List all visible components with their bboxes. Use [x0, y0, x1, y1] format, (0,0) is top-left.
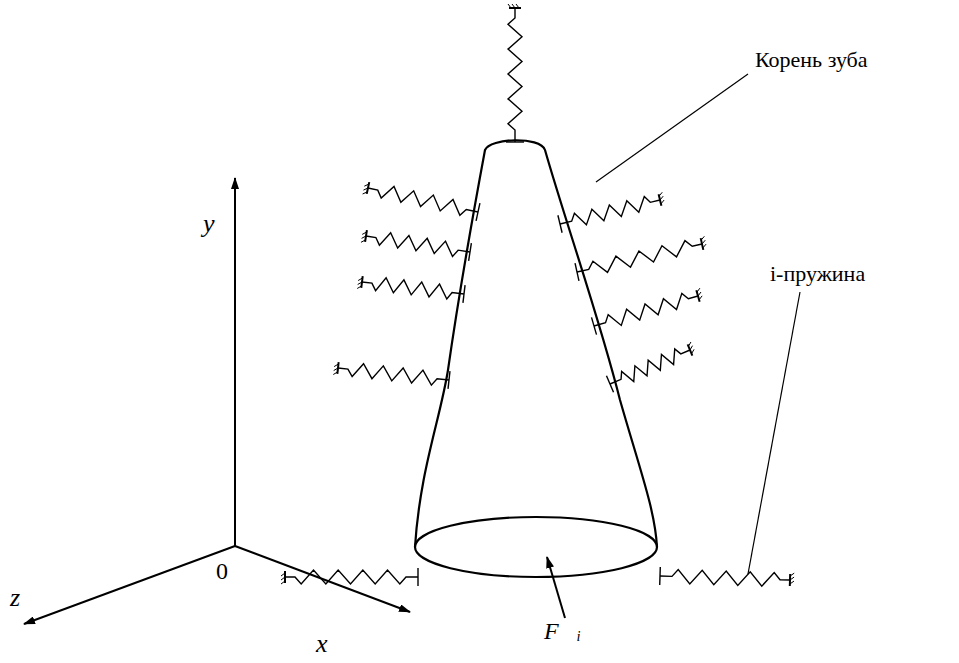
ground-hatch	[701, 236, 704, 240]
spring-attachment	[606, 376, 613, 393]
spring	[577, 241, 702, 273]
spring	[366, 233, 470, 257]
spring	[338, 364, 449, 385]
spring-attachment	[448, 371, 450, 389]
ground-hatch	[334, 364, 338, 367]
force-label: F⃗ᵢ	[544, 618, 581, 644]
ground-hatch	[659, 192, 662, 196]
ground-hatch	[361, 240, 365, 242]
leader-line	[748, 292, 800, 574]
axis-label: y	[203, 210, 215, 239]
spring-attachment	[506, 141, 524, 142]
spring	[285, 570, 418, 584]
ground-hatch	[363, 192, 368, 194]
axis-label: x	[316, 630, 328, 659]
z-axis	[24, 546, 235, 624]
ground-hatch	[362, 232, 366, 234]
spring-attachment	[476, 203, 480, 221]
part-name: Корень зуба	[755, 48, 868, 72]
ground-hatch	[702, 240, 705, 244]
ground-hatch	[661, 200, 664, 204]
y-axis	[234, 178, 236, 546]
spring	[660, 570, 790, 587]
ground-hatch	[699, 296, 702, 300]
ground-hatch	[362, 236, 366, 238]
ground-hatch	[790, 581, 794, 584]
spring-attachment	[469, 243, 472, 261]
leader-line	[596, 74, 748, 182]
ground-hatch	[281, 573, 285, 576]
spring	[508, 8, 522, 142]
spring	[368, 187, 478, 216]
spring-attachment	[592, 317, 597, 334]
ground-hatch	[334, 368, 338, 371]
spring-attachment	[659, 567, 661, 585]
part-name: i-пружина	[770, 262, 865, 286]
spring-attachment	[558, 215, 562, 233]
ground-hatch	[363, 188, 368, 190]
origin-label: 0	[216, 558, 228, 584]
ground-hatch	[698, 292, 701, 296]
ground-hatch	[790, 577, 794, 580]
ground-hatch	[358, 282, 362, 285]
ground-hatch	[688, 342, 691, 346]
force-arrow	[547, 557, 565, 618]
spring-attachment	[575, 263, 579, 281]
ground-hatch	[790, 573, 794, 576]
ground-hatch	[697, 288, 700, 292]
ground-hatch	[512, 4, 515, 8]
ground-hatch	[692, 349, 695, 353]
ground-hatch	[281, 577, 285, 580]
x-axis	[235, 546, 410, 612]
ground-hatch	[508, 4, 511, 8]
ground-hatch	[516, 4, 519, 8]
ground-hatch	[660, 196, 663, 200]
ground-hatch	[364, 184, 369, 186]
ground-hatch	[703, 244, 706, 248]
spring	[362, 278, 464, 299]
ground-hatch	[358, 278, 362, 281]
ground-hatch	[333, 372, 337, 375]
ground-hatch	[357, 286, 361, 289]
spring	[560, 197, 660, 225]
spring-group	[281, 4, 794, 586]
spring-attachment	[417, 568, 418, 586]
axis-label: z	[10, 584, 20, 613]
ground-hatch	[281, 581, 285, 584]
ground-hatch	[690, 346, 693, 350]
spring-attachment	[463, 285, 465, 303]
root-base-ellipse	[415, 517, 657, 577]
spring	[594, 293, 698, 326]
spring	[610, 349, 690, 384]
